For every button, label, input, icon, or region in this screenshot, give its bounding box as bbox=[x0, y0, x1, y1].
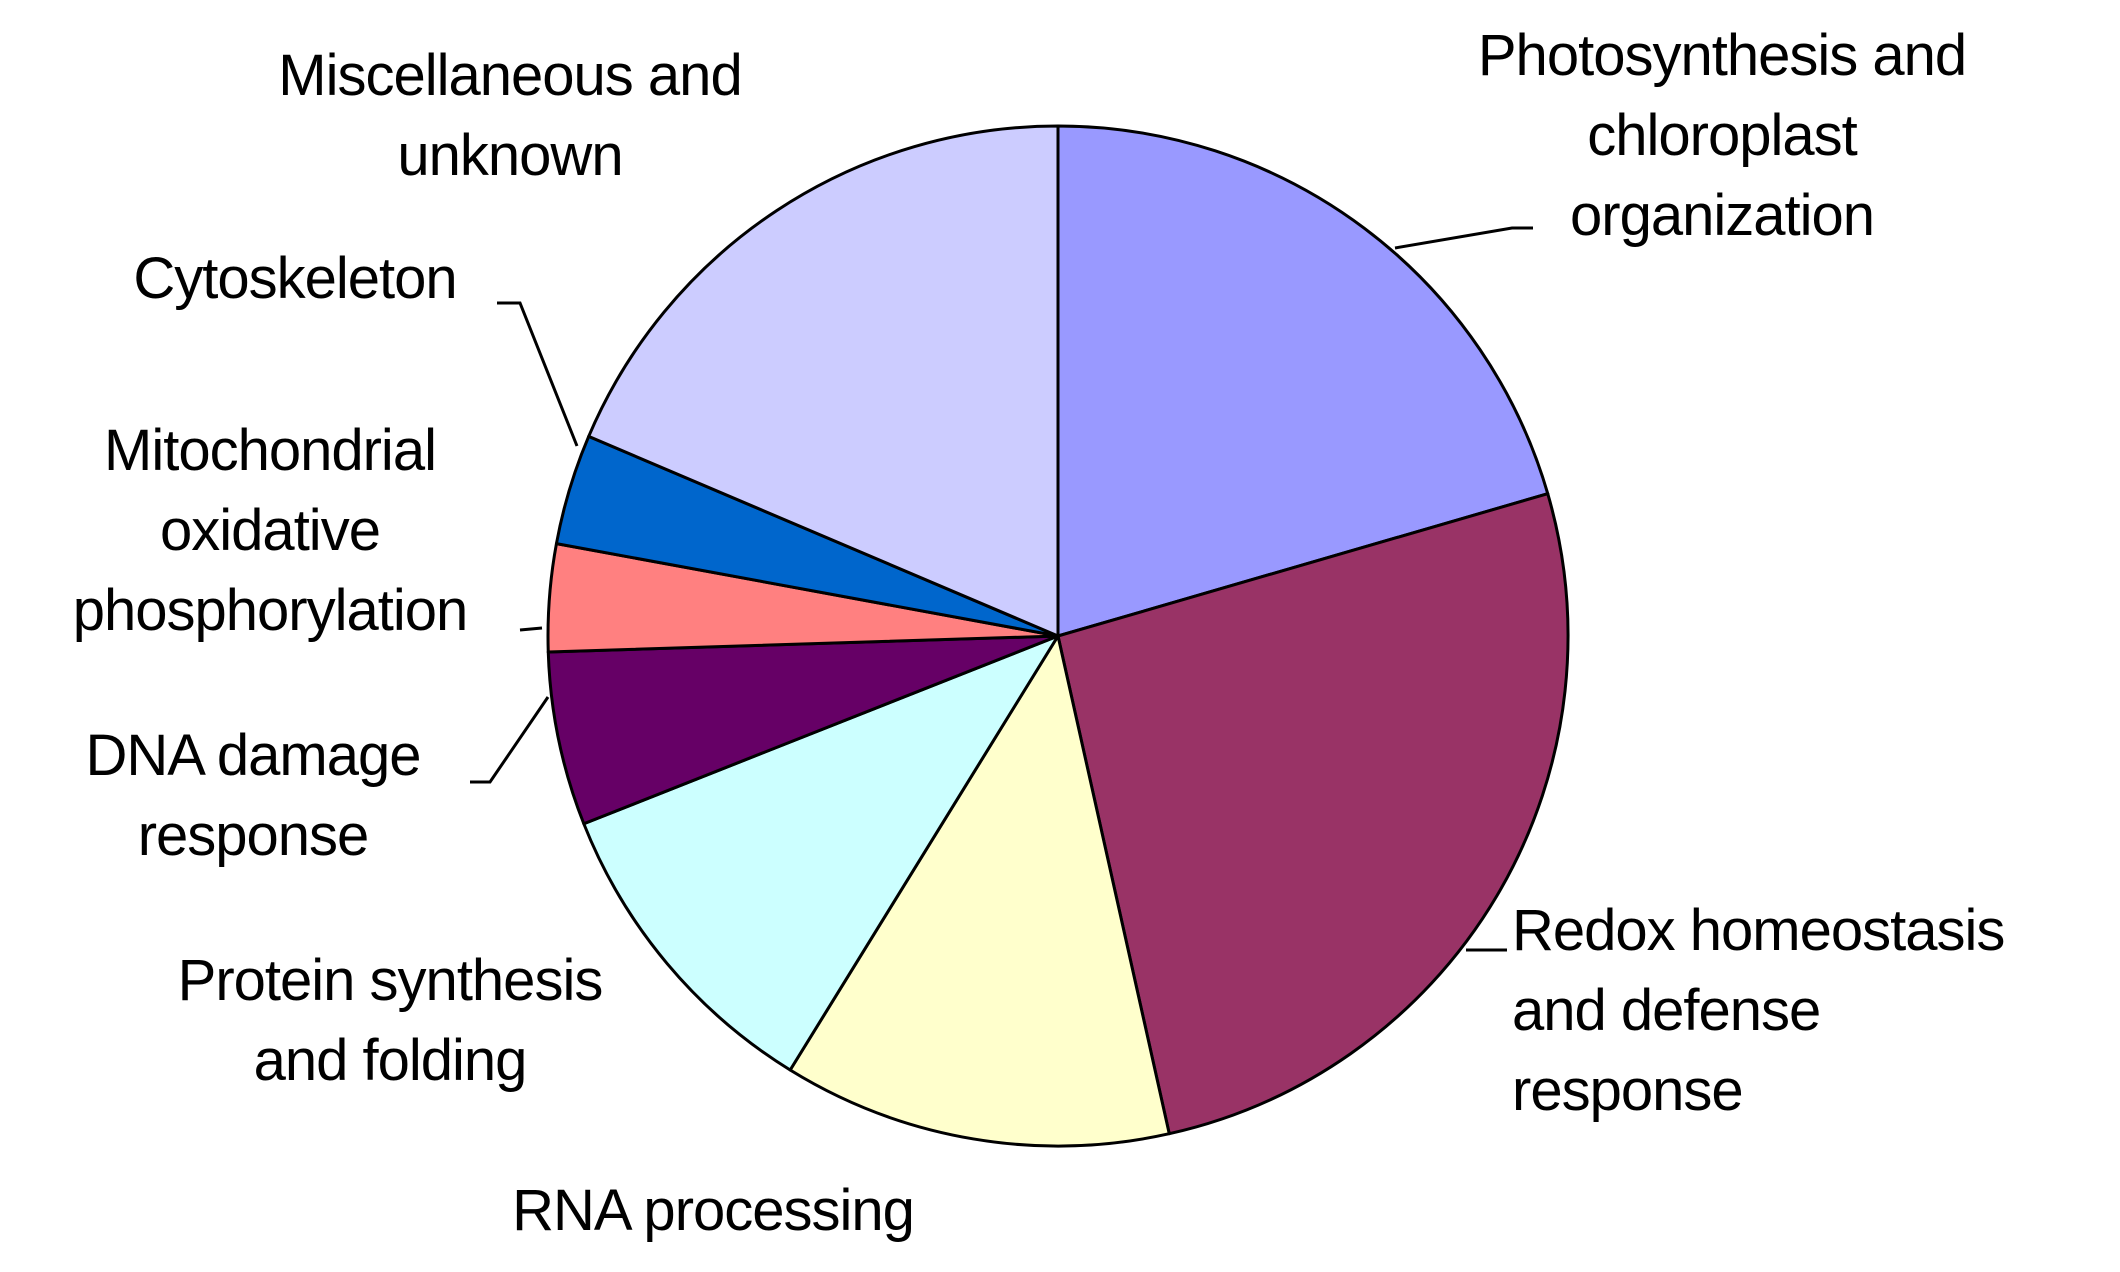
slice-label-miscellaneous-and-unknown: Miscellaneous and unknown bbox=[278, 43, 741, 188]
slices-layer bbox=[546, 124, 1570, 1148]
leader-line-photosynthesis-and-chloroplast-organization bbox=[1394, 226, 1533, 250]
leader-lines-layer bbox=[470, 226, 1533, 952]
slice-label-dna-damage-response: DNA damage response bbox=[86, 723, 421, 868]
slice-label-line: phosphorylation bbox=[73, 578, 468, 643]
pie-slice-photosynthesis-and-chloroplast-organization bbox=[1056, 124, 1550, 638]
pie-slice-redox-homeostasis-and-defense-response bbox=[1056, 492, 1570, 1136]
labels-layer: Photosynthesis and chloroplast organizatio… bbox=[73, 23, 2006, 1243]
leader-line-mitochondrial-oxidative-phosphorylation bbox=[519, 626, 543, 632]
slice-label-line: response bbox=[138, 803, 369, 868]
slice-label-line: RNA processing bbox=[512, 1178, 914, 1243]
slice-label-line: Protein synthesis bbox=[178, 948, 603, 1013]
slice-label-line: DNA damage bbox=[86, 723, 421, 788]
slice-label-line: Mitochondrial bbox=[104, 418, 436, 483]
leader-line-dna-damage-response bbox=[470, 696, 550, 784]
slice-label-line: and folding bbox=[254, 1028, 527, 1093]
slice-label-line: response bbox=[1512, 1058, 1743, 1123]
slice-label-line: Cytoskeleton bbox=[133, 246, 456, 311]
pie-slice-rna-processing bbox=[788, 634, 1171, 1148]
slice-label-line: Redox homeostasis bbox=[1512, 898, 2004, 963]
slice-label-line: unknown bbox=[397, 123, 622, 188]
pie-slice-miscellaneous-and-unknown bbox=[587, 124, 1060, 638]
slice-label-cytoskeleton: Cytoskeleton bbox=[133, 246, 456, 311]
slice-label-photosynthesis-and-chloroplast-organization: Photosynthesis and chloroplast organizatio… bbox=[1478, 23, 1966, 248]
slice-label-line: organization bbox=[1570, 183, 1874, 248]
leader-line-cytoskeleton bbox=[497, 301, 579, 447]
slice-label-rna-processing: RNA processing bbox=[512, 1178, 914, 1243]
pie-slice-protein-synthesis-and-folding bbox=[582, 634, 1060, 1072]
slice-label-line: and defense bbox=[1512, 978, 1820, 1043]
slice-label-line: oxidative bbox=[160, 498, 380, 563]
slice-label-line: Photosynthesis and bbox=[1478, 23, 1966, 88]
slice-label-protein-synthesis-and-folding: Protein synthesis and folding bbox=[178, 948, 603, 1093]
slice-label-line: chloroplast bbox=[1587, 103, 1857, 168]
pie-slice-dna-damage-response bbox=[546, 634, 1060, 826]
slice-label-mitochondrial-oxidative-phosphorylation: Mitochondrial oxidative phosphorylation bbox=[73, 418, 468, 643]
slice-label-line: Miscellaneous and bbox=[278, 43, 741, 108]
slice-label-redox-homeostasis-and-defense-response: Redox homeostasis and defense response bbox=[1512, 898, 2004, 1123]
